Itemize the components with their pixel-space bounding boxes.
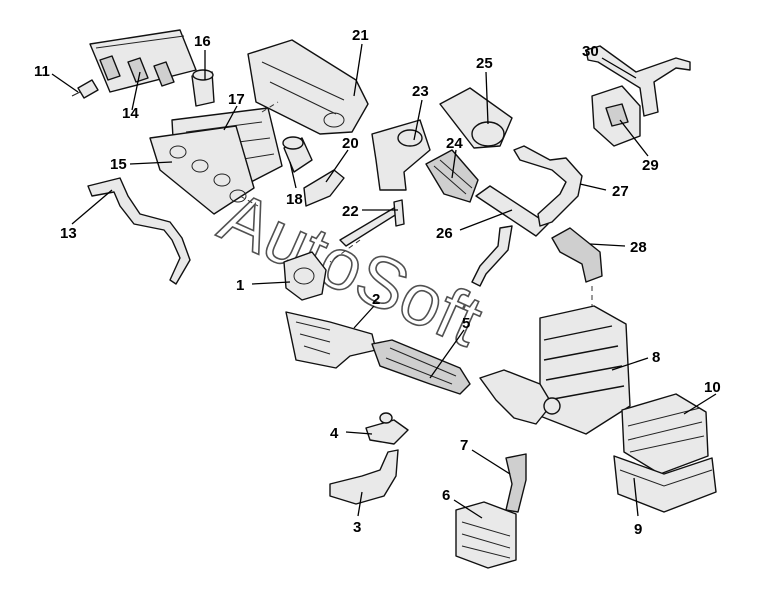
callout-27: 27 bbox=[612, 183, 629, 200]
part-21-cylinder-head bbox=[247, 39, 369, 135]
part-3-bracket bbox=[329, 449, 399, 505]
callout-15: 15 bbox=[110, 156, 127, 173]
leader-lines bbox=[51, 43, 717, 519]
part-8-air-filter-housing bbox=[479, 305, 631, 435]
callout-14: 14 bbox=[122, 105, 139, 122]
part-18-coupling bbox=[282, 136, 313, 173]
part-10-filter-element bbox=[621, 393, 709, 475]
callout-21: 21 bbox=[352, 27, 369, 44]
callout-4: 4 bbox=[330, 425, 339, 442]
part-23-valve bbox=[371, 119, 431, 191]
part-13-coolant-pipe bbox=[87, 177, 191, 285]
part-22-rod bbox=[339, 199, 405, 247]
callout-16: 16 bbox=[194, 33, 211, 50]
callout-29: 29 bbox=[642, 157, 659, 174]
callout-7: 7 bbox=[460, 437, 468, 454]
part-11-sensor bbox=[71, 79, 99, 99]
part-9-lower-housing bbox=[613, 455, 717, 513]
callout-30: 30 bbox=[582, 43, 599, 60]
assembly-line bbox=[329, 239, 361, 263]
part-20-bracket bbox=[303, 169, 345, 207]
part-7-hose bbox=[505, 453, 527, 513]
part-2-intake-duct bbox=[285, 311, 377, 369]
part-5-intake-hose bbox=[371, 339, 471, 395]
callout-25: 25 bbox=[476, 55, 493, 72]
part-4-mount bbox=[365, 412, 409, 445]
assembly-line bbox=[261, 101, 279, 113]
part-28-hose bbox=[551, 227, 603, 283]
callout-labels: 11 14 16 17 15 13 18 21 20 22 23 25 24 2… bbox=[34, 27, 721, 538]
callout-10: 10 bbox=[704, 379, 721, 396]
callout-2: 2 bbox=[372, 291, 380, 308]
assembly-line bbox=[239, 195, 259, 207]
callout-17: 17 bbox=[228, 91, 245, 108]
callout-6: 6 bbox=[442, 487, 450, 504]
callout-9: 9 bbox=[634, 521, 642, 538]
callout-13: 13 bbox=[60, 225, 77, 242]
part-16-pressure-regulator bbox=[191, 69, 215, 107]
callout-22: 22 bbox=[342, 203, 359, 220]
callout-3: 3 bbox=[353, 519, 361, 536]
part-14-fuel-rail bbox=[89, 29, 197, 93]
part-15-manifold-gasket bbox=[149, 125, 255, 215]
callout-11: 11 bbox=[34, 63, 50, 80]
part-27-pipe bbox=[513, 145, 583, 227]
callout-8: 8 bbox=[652, 349, 660, 366]
part-26-pipe bbox=[471, 185, 549, 287]
callout-1: 1 bbox=[236, 277, 244, 294]
callout-23: 23 bbox=[412, 83, 429, 100]
callout-5: 5 bbox=[462, 315, 470, 332]
callout-20: 20 bbox=[342, 135, 359, 152]
part-1-throttle-body bbox=[283, 251, 327, 301]
part-25-canister bbox=[439, 87, 513, 149]
callout-26: 26 bbox=[436, 225, 453, 242]
callout-24: 24 bbox=[446, 135, 463, 152]
part-6-resonator bbox=[455, 501, 517, 569]
callout-28: 28 bbox=[630, 239, 647, 256]
callout-18: 18 bbox=[286, 191, 303, 208]
